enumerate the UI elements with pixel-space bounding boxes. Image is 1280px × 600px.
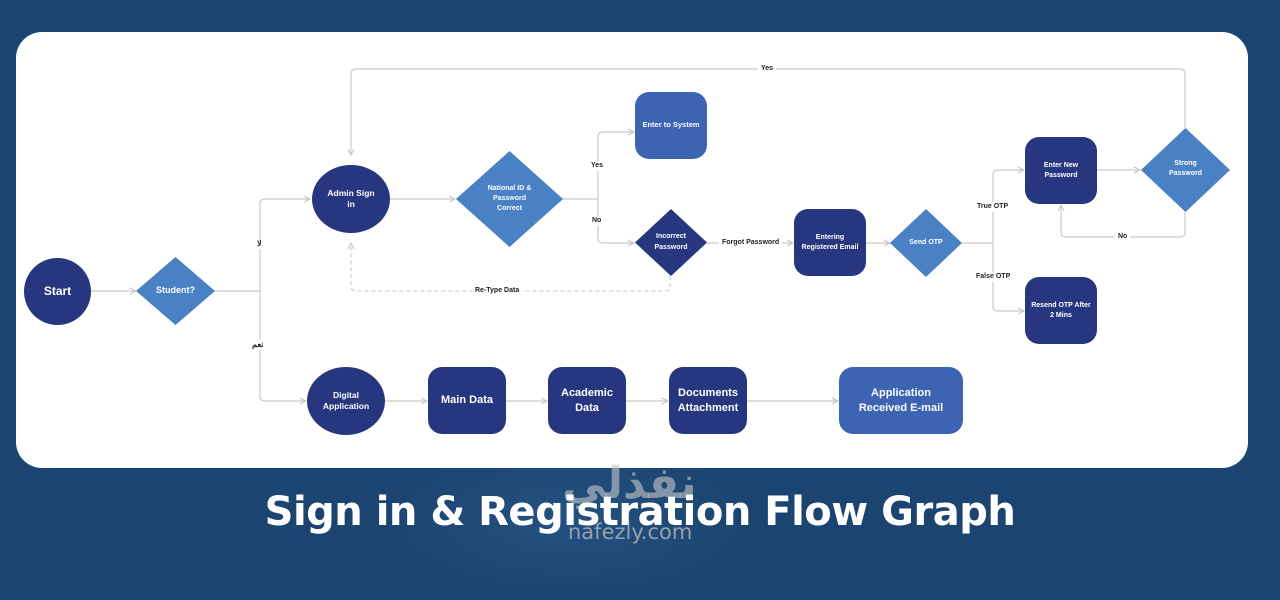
node-entering-email[interactable]: Entering Registered Email [794, 209, 866, 276]
edge-label-false-otp: False OTP [974, 272, 1013, 282]
node-academic-data[interactable]: Academic Data [548, 367, 626, 434]
node-newpass-line1: Enter New [1043, 162, 1079, 170]
node-send-otp[interactable]: Send OTP [890, 209, 962, 277]
node-incorrect-password[interactable]: Incorrect Password [635, 209, 707, 276]
node-application-received[interactable]: Application Received E-mail [839, 367, 963, 434]
edge-label-yes-top: Yes [758, 64, 777, 74]
edge-label-no-incorrect: No [590, 216, 604, 226]
edge-sendotp-resend [992, 243, 1024, 311]
watermark-latin: nafezly.com [568, 520, 693, 544]
node-admin-sign-in[interactable]: Admin Sign in [312, 165, 390, 233]
node-main-data[interactable]: Main Data [428, 367, 506, 434]
node-admin-line1: Admin Sign [327, 187, 375, 198]
node-start[interactable]: Start [24, 258, 91, 325]
node-enter-new-password[interactable]: Enter New Password [1025, 137, 1097, 204]
node-received-line2: Received E-mail [858, 401, 944, 414]
node-resend-line1: Resend OTP After [1031, 302, 1091, 310]
node-received-line1: Application [871, 386, 931, 399]
edge-label-no-arabic: لا [256, 239, 263, 249]
node-resend-line2: 2 Mins [1050, 311, 1072, 319]
edge-sendotp-newpass [992, 170, 1024, 243]
edge-label-no-weak: No [1115, 232, 1131, 242]
node-send-otp-label: Send OTP [909, 238, 943, 246]
node-documents-line1: Documents [678, 386, 738, 399]
node-enter-to-system[interactable]: Enter to System [635, 92, 707, 159]
edge-label-yes-arabic: نعم [251, 340, 265, 350]
node-incorrect-line2: Password [654, 243, 688, 251]
node-email-line1: Entering [815, 234, 845, 242]
diamond-shape [456, 151, 563, 247]
node-enter-system-label: Enter to System [642, 120, 700, 130]
diamond-shape [136, 257, 215, 325]
node-resend-otp[interactable]: Resend OTP After 2 Mins [1025, 277, 1097, 344]
node-newpass-line2: Password [1044, 171, 1078, 179]
edge-label-yes-system: Yes [589, 161, 606, 171]
node-nationalid-line3: Correct [497, 205, 522, 213]
node-main-data-label: Main Data [441, 394, 493, 407]
node-nationalid-line1: National ID & [487, 184, 532, 192]
node-digital-application[interactable]: Digital Application [307, 367, 385, 435]
edge-student-admin [259, 199, 310, 291]
node-strong-line2: Password [1168, 170, 1203, 177]
node-student-decision[interactable]: Student? [136, 257, 215, 325]
edge-student-digital [259, 291, 306, 401]
node-national-id-decision[interactable]: National ID & Password Correct [456, 151, 563, 247]
edge-label-forgot-password: Forgot Password [719, 238, 783, 248]
node-academic-line2: Data [575, 401, 599, 414]
node-email-line2: Registered Email [801, 243, 859, 251]
node-digital-line1: Digital [333, 389, 359, 400]
watermark-arabic: نفذلي [562, 458, 697, 509]
edge-retype-dashed [351, 243, 671, 292]
diagram-card [16, 32, 1248, 468]
node-strong-line1: Strong [1174, 159, 1197, 167]
edge-label-true-otp: True OTP [975, 202, 1011, 212]
node-strong-password[interactable]: Strong Password [1141, 128, 1230, 212]
node-admin-line2: in [347, 199, 355, 209]
edge-nationalid-system [597, 132, 634, 199]
node-incorrect-line1: Incorrect [656, 233, 686, 241]
node-nationalid-line2: Password [492, 194, 527, 202]
node-student-label: Student? [156, 285, 195, 296]
page-title: Sign in & Registration Flow Graph [264, 489, 1016, 535]
node-start-label: Start [43, 284, 72, 299]
edge-nationalid-incorrect [597, 199, 634, 243]
node-documents-attachment[interactable]: Documents Attachment [669, 367, 747, 434]
node-documents-line2: Attachment [677, 401, 739, 414]
node-digital-line2: Application [322, 401, 370, 411]
edge-label-retype-data: Re-Type Data [472, 286, 523, 296]
diamond-shape [890, 209, 962, 277]
diamond-shape [1141, 128, 1230, 212]
node-academic-line1: Academic [561, 386, 613, 399]
diamond-shape [635, 209, 707, 276]
